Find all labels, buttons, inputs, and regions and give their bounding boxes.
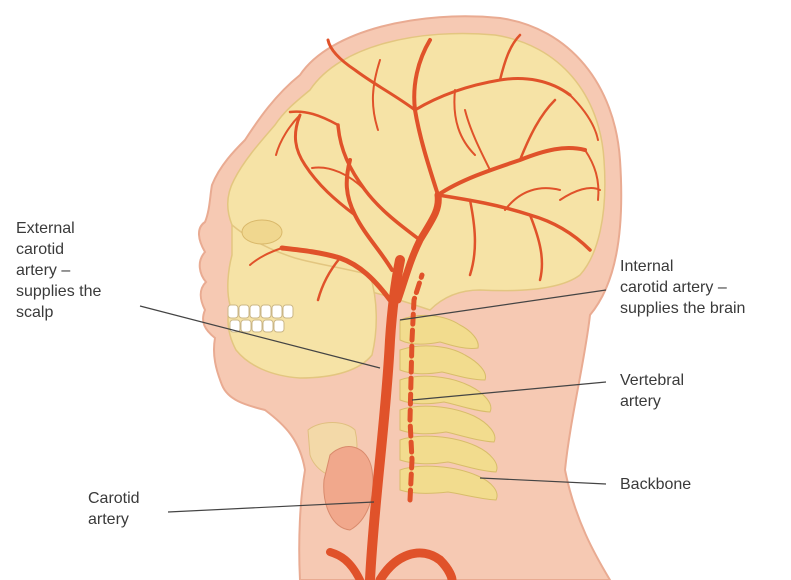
label-internal-carotid-artery: Internal carotid artery – supplies the b… — [620, 256, 745, 319]
label-carotid-artery: Carotid artery — [88, 488, 140, 530]
eye-socket — [242, 220, 282, 244]
label-external-carotid-artery: External carotid artery – supplies the s… — [16, 218, 101, 323]
label-backbone: Backbone — [620, 474, 691, 495]
label-vertebral-artery: Vertebral artery — [620, 370, 684, 412]
